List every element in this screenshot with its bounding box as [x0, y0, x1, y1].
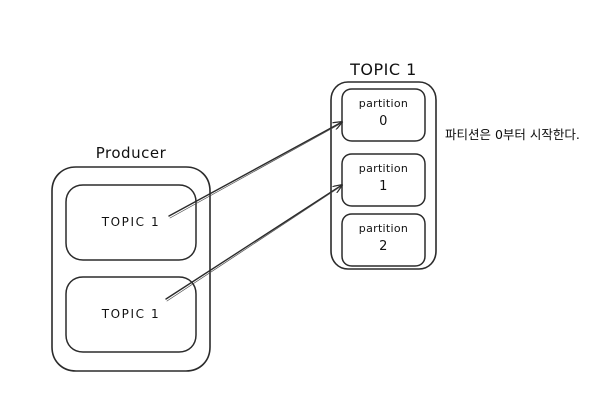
- producer-message-box-1: [65, 184, 197, 261]
- arrow-message1-to-partition0: [168, 122, 342, 217]
- partition-2-name: partition: [358, 222, 409, 235]
- producer-message-box-1-outline: [65, 184, 197, 261]
- producer-title: Producer: [95, 144, 167, 162]
- annotation-text: 파티션은 0부터 시작한다.: [445, 127, 580, 142]
- arrow-message2-to-partition1: [165, 185, 342, 300]
- producer-message-1-label: TOPIC 1: [101, 215, 161, 229]
- partition-box-0: [341, 88, 426, 142]
- topic-container: [330, 81, 437, 270]
- partition-0-index: 0: [379, 114, 388, 129]
- topic-title: TOPIC 1: [350, 60, 417, 79]
- partition-1-name: partition: [358, 162, 409, 175]
- partition-box-1-outline: [341, 153, 426, 207]
- partition-box-1: [341, 153, 426, 207]
- partition-box-2-outline: [341, 213, 426, 267]
- arrow-message2-to-partition1-shadow: [166, 186, 341, 302]
- topic-outline: [330, 81, 437, 270]
- partition-1-index: 1: [379, 179, 388, 194]
- arrow-message1-to-partition0-shadow: [169, 123, 341, 219]
- producer-container: [51, 166, 211, 372]
- partition-box-0-outline: [341, 88, 426, 142]
- producer-message-box-2: [65, 276, 197, 353]
- partition-box-2: [341, 213, 426, 267]
- producer-message-2-label: TOPIC 1: [101, 307, 161, 321]
- producer-message-box-2-outline: [65, 276, 197, 353]
- partition-2-index: 2: [379, 239, 388, 254]
- producer-outline: [51, 166, 211, 372]
- partition-0-name: partition: [358, 97, 409, 110]
